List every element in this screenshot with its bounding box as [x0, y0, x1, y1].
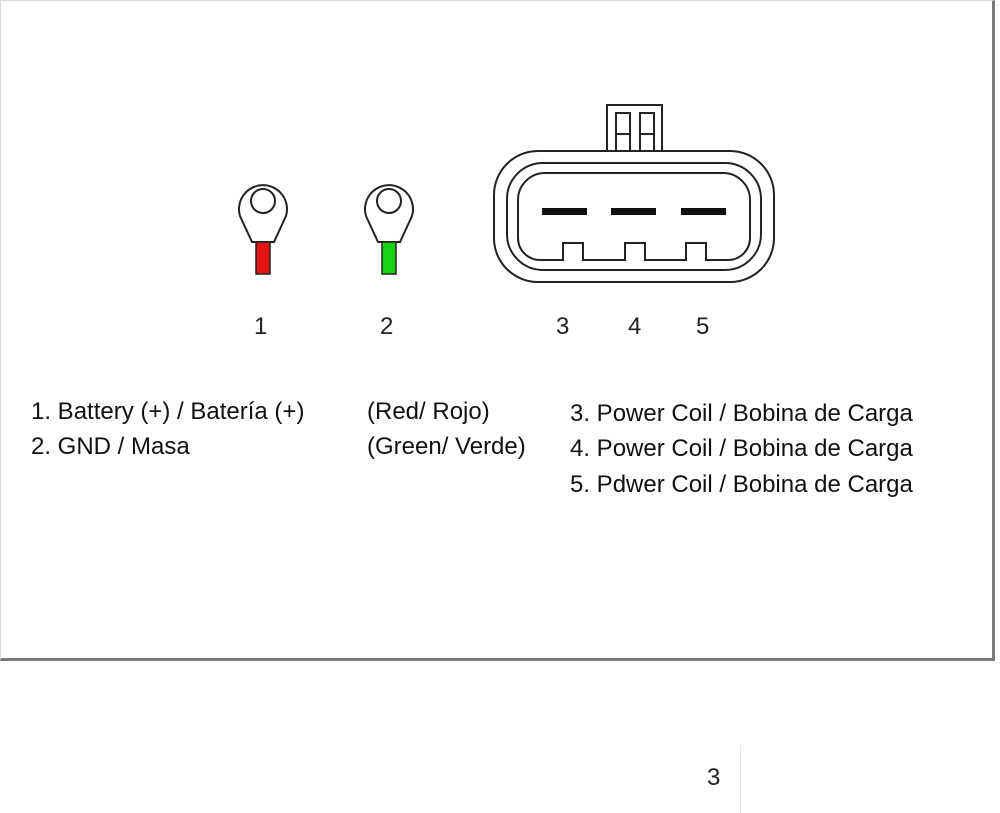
ring-terminal-1	[238, 184, 288, 275]
connector-blade-5	[681, 208, 726, 215]
terminal-hole	[376, 188, 402, 214]
pin-label-3: 3	[556, 313, 570, 340]
ring-terminal-2	[364, 184, 414, 275]
red-wire	[255, 241, 271, 275]
pin-label-1: 1	[254, 313, 268, 340]
connector-inner-cavity	[517, 172, 751, 261]
legend-item-2-color: (Green/ Verde)	[367, 433, 526, 460]
legend-item-1-color: (Red/ Rojo)	[367, 398, 490, 425]
pin-label-2: 2	[380, 313, 394, 340]
page-number: 3	[707, 764, 721, 791]
diagram-frame	[0, 0, 995, 661]
green-wire	[381, 241, 397, 275]
legend-item-3: 3. Power Coil / Bobina de Carga	[570, 400, 913, 427]
legend-item-4: 4. Power Coil / Bobina de Carga	[570, 435, 913, 462]
pin-label-5: 5	[696, 313, 710, 340]
legend-item-1: 1. Battery (+) / Batería (+)	[31, 398, 305, 425]
connector-outer-shell	[493, 150, 775, 283]
pin-label-4: 4	[628, 313, 642, 340]
connector-latch	[606, 104, 663, 152]
connector-middle-shell	[506, 162, 762, 271]
legend-item-2: 2. GND / Masa	[31, 433, 190, 460]
terminal-hole	[250, 188, 276, 214]
connector-blade-4	[611, 208, 656, 215]
three-pin-connector	[493, 104, 775, 283]
page-divider	[740, 745, 741, 813]
connector-blade-3	[542, 208, 587, 215]
legend-item-5: 5. Pdwer Coil / Bobina de Carga	[570, 471, 913, 498]
